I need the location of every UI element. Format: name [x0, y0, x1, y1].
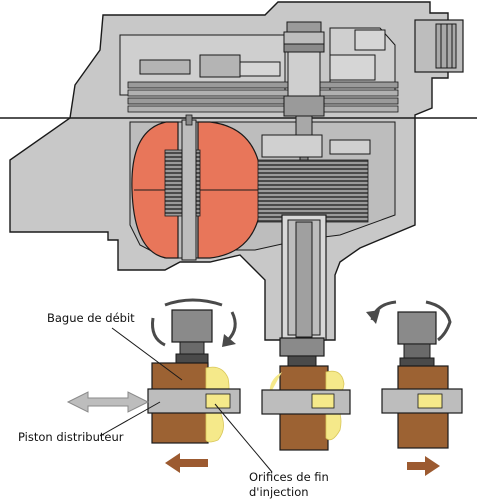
right-distributor-assembly [366, 300, 463, 476]
plate-stack [164, 114, 371, 261]
label-orifices-line2: d'injection [249, 485, 309, 499]
label-piston-distributeur: Piston distributeur [18, 430, 124, 444]
center-distributor-assembly [261, 337, 351, 451]
leader-lines [99, 327, 273, 473]
left-distributor-assembly [66, 298, 241, 473]
plunger-column [281, 214, 327, 341]
label-bague-de-debit: Bague de débit [47, 311, 135, 325]
label-orifices-line1: Orifices de fin [249, 470, 329, 484]
